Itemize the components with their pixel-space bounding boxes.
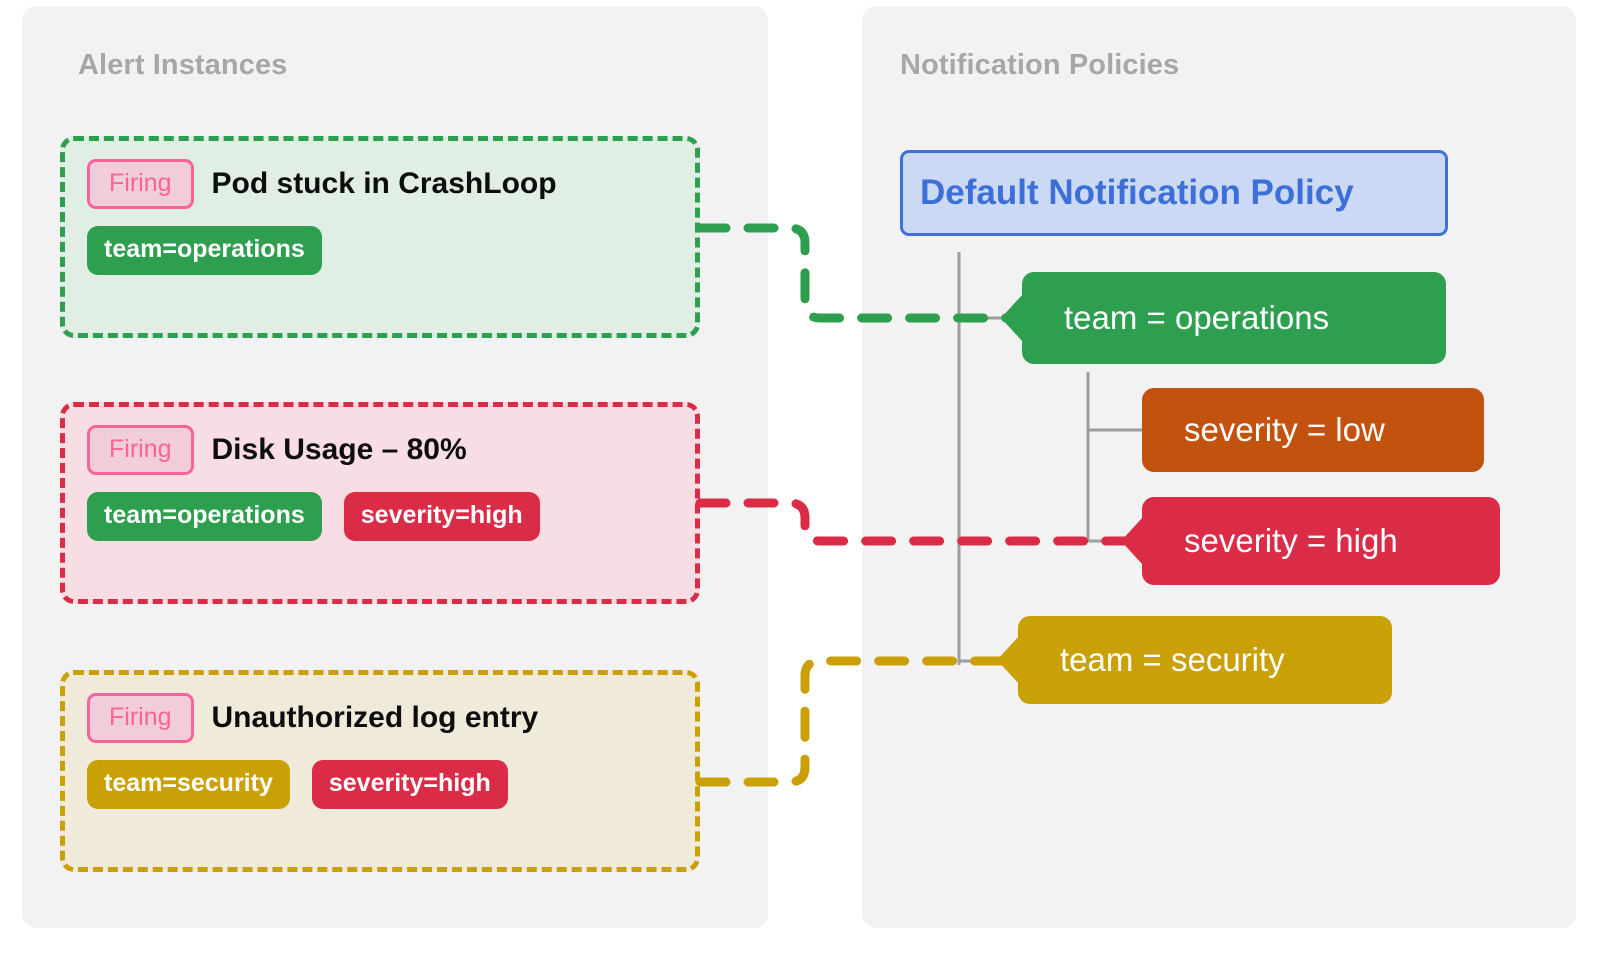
alert-card[interactable]: Firing Unauthorized log entry team=secur… (60, 670, 700, 872)
label-tag[interactable]: severity=high (343, 492, 540, 541)
label-tag[interactable]: team=security (87, 760, 290, 809)
alert-card[interactable]: Firing Disk Usage – 80% team=operations … (60, 402, 700, 604)
policy-node-team-security[interactable]: team = security (997, 616, 1392, 704)
policy-node-severity-high[interactable]: severity = high (1121, 497, 1500, 585)
policy-node-label: severity = low (1184, 411, 1385, 448)
alert-title: Unauthorized log entry (211, 701, 539, 734)
alert-labels: team=operations severity=high (87, 492, 675, 541)
status-badge: Firing (87, 159, 194, 209)
policy-node-label: team = security (1060, 641, 1285, 678)
policy-node-team-operations[interactable]: team = operations (1001, 272, 1446, 364)
policy-node-severity-low[interactable]: severity = low (1142, 388, 1484, 472)
alert-labels: team=operations (87, 226, 675, 275)
policy-node-label: severity = high (1184, 522, 1398, 559)
arrow-notch-icon (997, 636, 1019, 684)
arrow-notch-icon (1121, 517, 1143, 565)
status-badge: Firing (87, 693, 194, 743)
default-notification-policy-node[interactable]: Default Notification Policy (900, 150, 1448, 236)
alert-header: Firing Disk Usage – 80% (87, 425, 675, 475)
status-badge: Firing (87, 425, 194, 475)
alert-card[interactable]: Firing Pod stuck in CrashLoop team=opera… (60, 136, 700, 338)
policy-node-label: team = operations (1064, 299, 1330, 336)
notification-policies-title: Notification Policies (900, 49, 1180, 81)
alert-title: Disk Usage – 80% (211, 433, 467, 466)
alert-title: Pod stuck in CrashLoop (211, 167, 557, 200)
alert-instances-title: Alert Instances (78, 49, 288, 81)
alert-labels: team=security severity=high (87, 760, 675, 809)
arrow-notch-icon (1001, 294, 1023, 342)
alert-header: Firing Unauthorized log entry (87, 693, 675, 743)
label-tag[interactable]: team=operations (87, 226, 322, 275)
alert-header: Firing Pod stuck in CrashLoop (87, 159, 675, 209)
label-tag[interactable]: severity=high (311, 760, 508, 809)
label-tag[interactable]: team=operations (87, 492, 322, 541)
